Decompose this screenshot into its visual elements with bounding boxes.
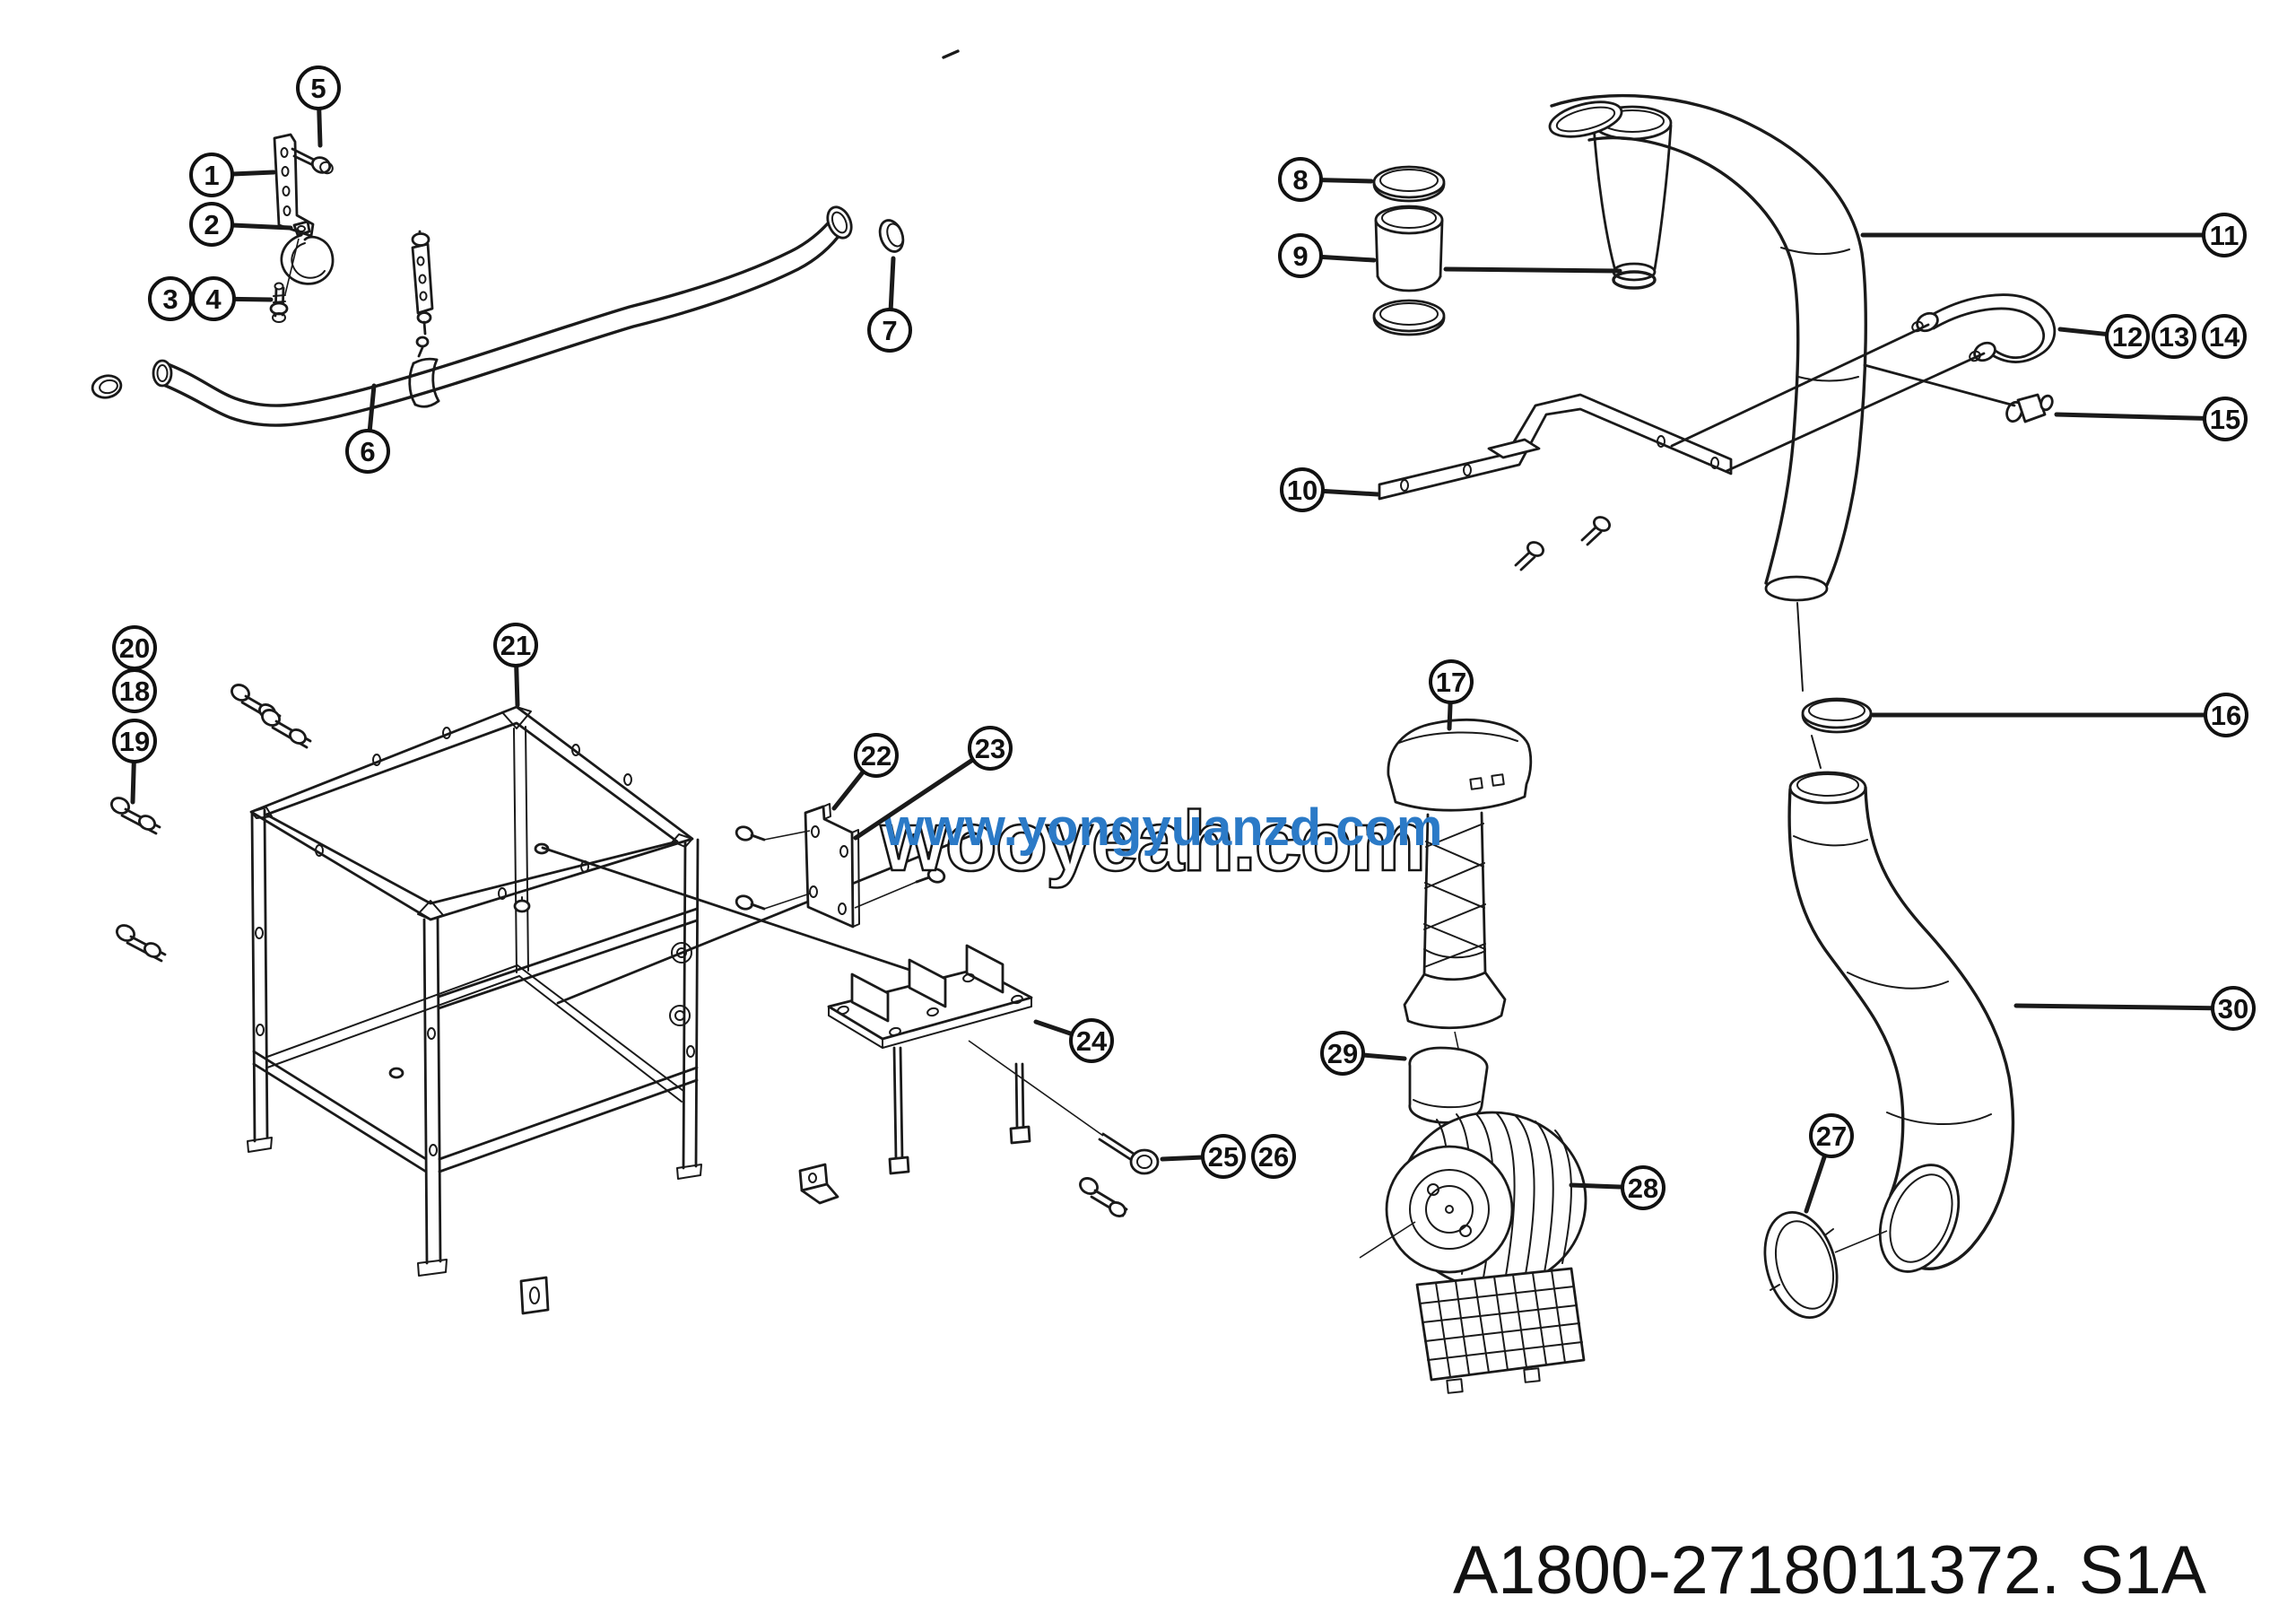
callout-balloon-15 <box>2203 397 2248 441</box>
callout-number-2: 2 <box>204 209 219 240</box>
callout-balloon-24 <box>1069 1018 1114 1063</box>
callout-balloon-19 <box>112 719 157 763</box>
callout-balloon-17 <box>1429 659 1474 704</box>
callout-number-23: 23 <box>975 733 1005 764</box>
callout-number-24: 24 <box>1076 1025 1108 1057</box>
callout-leader-22 <box>831 769 866 811</box>
callout-balloon-9 <box>1278 233 1323 278</box>
side-plate-group <box>735 803 946 929</box>
callout-balloon-10 <box>1280 467 1325 512</box>
callout-balloon-29 <box>1320 1031 1365 1076</box>
callout-balloon-11 <box>2202 213 2247 257</box>
callout-leader-10 <box>1320 488 1380 497</box>
callout-leader-12 <box>2057 327 2109 337</box>
callout-number-1: 1 <box>204 160 219 191</box>
watermark: wooyeah.com www.yongyuanzd.com <box>879 793 1443 891</box>
intake-pipe-group <box>1372 93 2057 1320</box>
callout-number-30: 30 <box>2218 993 2248 1025</box>
callout-balloon-4 <box>191 276 236 321</box>
callout-leader-24 <box>1033 1019 1074 1037</box>
callout-balloon-13 <box>2152 314 2196 359</box>
callout-number-11: 11 <box>2210 220 2239 251</box>
callout-number-5: 5 <box>310 73 326 104</box>
callout-number-26: 26 <box>1258 1141 1289 1173</box>
callout-number-9: 9 <box>1292 240 1308 272</box>
callout-balloon-2 <box>189 202 234 247</box>
callout-number-12: 12 <box>2112 321 2143 353</box>
callout-number-3: 3 <box>162 283 178 315</box>
callout-leader-1 <box>230 170 276 177</box>
base-bracket-group <box>798 944 1160 1217</box>
callout-number-29: 29 <box>1327 1038 1358 1069</box>
callout-leader-29 <box>1361 1052 1407 1061</box>
callout-leader-15 <box>2054 412 2207 421</box>
callout-balloon-21 <box>493 623 538 667</box>
callout-number-17: 17 <box>1436 667 1466 698</box>
callout-balloon-23 <box>968 726 1013 771</box>
callout-leader-25 <box>1160 1155 1205 1162</box>
callout-number-22: 22 <box>861 740 891 772</box>
callout-leader-2 <box>230 222 293 231</box>
callout-balloon-30 <box>2211 986 2256 1031</box>
callout-balloon-14 <box>2202 314 2247 359</box>
callout-number-4: 4 <box>205 283 222 315</box>
callout-number-13: 13 <box>2159 321 2189 353</box>
callout-number-16: 16 <box>2211 700 2241 731</box>
callout-number-15: 15 <box>2210 404 2240 435</box>
callout-leader-9 <box>1318 254 1377 263</box>
watermark-outline-text: wooyeah.com <box>880 794 1424 889</box>
callout-balloon-20 <box>112 625 157 670</box>
callout-leader-17 <box>1447 700 1453 731</box>
callout-balloon-27 <box>1809 1113 1854 1158</box>
callout-leader-8 <box>1318 178 1374 184</box>
callout-number-6: 6 <box>360 436 375 467</box>
callout-number-19: 19 <box>119 726 150 757</box>
callout-leader-7 <box>888 256 896 312</box>
callout-balloon-1 <box>189 153 234 197</box>
callout-number-14: 14 <box>2209 321 2240 353</box>
callout-number-10: 10 <box>1287 475 1318 506</box>
callout-number-21: 21 <box>500 630 531 661</box>
callout-number-7: 7 <box>882 315 897 346</box>
callout-number-25: 25 <box>1208 1141 1239 1173</box>
callout-balloon-16 <box>2204 693 2248 737</box>
callout-balloon-12 <box>2105 314 2150 359</box>
callout-leader-4 <box>231 296 274 302</box>
callout-number-27: 27 <box>1816 1121 1847 1152</box>
air-cleaner-group <box>1359 719 1587 1394</box>
callout-balloon-6 <box>345 429 390 474</box>
stray-mark <box>942 49 960 59</box>
callout-leader-28 <box>1569 1182 1625 1190</box>
watermark-overlay-text: www.yongyuanzd.com <box>883 798 1442 857</box>
callout-number-28: 28 <box>1628 1173 1658 1204</box>
callout-leader-6 <box>367 383 377 433</box>
callout-balloon-5 <box>296 65 341 110</box>
callout-balloon-26 <box>1251 1134 1296 1179</box>
callout-balloon-25 <box>1201 1134 1246 1179</box>
callout-leader-5 <box>317 106 323 148</box>
callout-leader-23 <box>853 757 976 841</box>
drawing-number: A1800-2718011372. S1A <box>1453 1532 2206 1609</box>
callout-balloon-28 <box>1621 1165 1665 1210</box>
callout-number-8: 8 <box>1292 164 1308 196</box>
mounting-frame <box>110 684 985 1315</box>
callout-leader-19 <box>130 759 136 805</box>
callout-leader-30 <box>2013 1003 2215 1011</box>
callout-leader-27 <box>1804 1153 1828 1214</box>
callout-balloon-8 <box>1278 157 1323 202</box>
callout-number-18: 18 <box>119 676 150 707</box>
frame-bolts <box>110 684 312 963</box>
callout-balloon-22 <box>854 733 899 778</box>
callout-balloon-7 <box>867 308 912 353</box>
callout-number-20: 20 <box>119 632 150 664</box>
breather-pipe-assembly <box>91 133 905 427</box>
